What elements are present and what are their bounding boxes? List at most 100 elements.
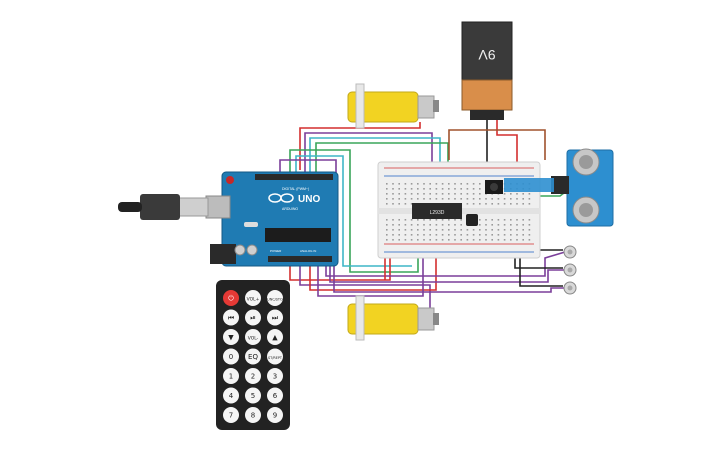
analog-header [268, 256, 332, 262]
digit-7-button[interactable]: 7 [223, 407, 239, 423]
breadboard-hole [429, 234, 431, 236]
digit-7-button-circle [223, 407, 239, 423]
digit-2-button-circle [245, 368, 261, 384]
vol-up-button[interactable]: VOL+ [245, 290, 261, 306]
breadboard-hole [441, 193, 444, 195]
ir-receiver[interactable] [485, 180, 503, 194]
wire-cyan-2[interactable] [295, 155, 412, 267]
pushbutton-component[interactable] [466, 214, 478, 226]
breadboard-hole [466, 203, 469, 205]
wire-purple[interactable] [304, 132, 433, 180]
breadboard-hole [516, 229, 518, 231]
arduino-logo-right [280, 193, 294, 203]
motor-bottom-shaft [355, 295, 365, 341]
motor-bottom[interactable] [347, 295, 439, 341]
breadboard-hole [423, 239, 425, 241]
reset-button[interactable] [226, 176, 234, 184]
prev-button[interactable]: ⏮ [223, 309, 239, 326]
breadboard-hole [454, 239, 456, 241]
wire-brown-sensor[interactable] [448, 129, 546, 160]
up-button[interactable]: ▲ [267, 329, 283, 345]
down-button-label: ▼ [228, 334, 234, 342]
digit-4-button[interactable]: 4 [223, 387, 239, 404]
breadboard-hole [448, 198, 450, 200]
wire-purple-button-1[interactable] [325, 248, 566, 277]
breadboard-hole [417, 234, 419, 236]
breadboard-hole [404, 203, 407, 205]
breadboard-hole [491, 203, 493, 205]
digit-3-button-label: 3 [273, 373, 277, 381]
breadboard-hole [386, 198, 388, 200]
vol-down-button[interactable]: VOL- [245, 329, 261, 345]
breadboard-hole [454, 183, 456, 185]
wire-purple-bottom-2[interactable] [317, 240, 424, 297]
digit-1-button[interactable]: 1 [223, 368, 239, 384]
pushbutton-3-cap [567, 285, 573, 291]
breadboard-hole [491, 234, 493, 236]
digit-8-button[interactable]: 8 [245, 407, 261, 423]
breadboard-hole [503, 234, 506, 236]
breadboard-hole [429, 188, 431, 190]
digit-3-button[interactable]: 3 [267, 368, 283, 384]
breadboard-hole [454, 224, 456, 226]
usb-port [205, 195, 231, 219]
motor-top[interactable] [347, 83, 439, 129]
wire-green-2[interactable] [289, 149, 419, 273]
digit-8-button-circle [245, 407, 261, 423]
breadboard-hole [448, 219, 450, 221]
l293d-chip[interactable]: L293D [412, 203, 462, 219]
breadboard-hole [516, 224, 518, 226]
capacitor-2 [246, 244, 258, 256]
breadboard-hole [386, 193, 388, 195]
digit-2-button[interactable]: 2 [245, 368, 261, 384]
breadboard-hole [435, 219, 438, 221]
digit-0-button[interactable]: 0 [223, 348, 239, 365]
ultrasonic-sensor[interactable] [504, 148, 614, 227]
breadboard-hole [404, 183, 407, 185]
breadboard-hole [429, 183, 431, 185]
next-button[interactable]: ⏭ [267, 309, 283, 326]
next-button-circle [267, 309, 283, 326]
breadboard-hole [392, 188, 394, 190]
breadboard-hole [392, 193, 394, 195]
breadboard-hole [485, 198, 487, 200]
digit-6-button[interactable]: 6 [267, 387, 283, 404]
breadboard-hole [441, 219, 444, 221]
digit-4-button-label: 4 [229, 392, 234, 400]
down-button[interactable]: ▼ [223, 329, 239, 345]
st-rept-button-label: ST/REPT [268, 356, 283, 360]
wire-red-battery[interactable] [496, 118, 518, 170]
wire-red-bottom-2[interactable] [309, 240, 437, 291]
digit-5-button[interactable]: 5 [245, 387, 261, 404]
arduino-uno[interactable]: UNO DIGITAL (PWM~) ARDUINO ANALOG IN POW… [205, 171, 339, 267]
breadboard-hole [386, 203, 388, 205]
power-button[interactable]: ⏻ [223, 290, 239, 306]
power-button-circle [223, 290, 239, 306]
usb-cable[interactable] [118, 194, 209, 220]
sensor-header-pins [551, 176, 569, 194]
func-stop-button[interactable]: FUNC/STOP [265, 290, 285, 306]
breadboard-hole [510, 203, 512, 205]
breadboard-hole [448, 183, 450, 185]
breadboard-hole [448, 239, 450, 241]
wire-purple-button-2[interactable] [329, 248, 566, 283]
breadboard-hole [466, 188, 469, 190]
eq-button[interactable]: EQ [245, 348, 261, 365]
digit-5-button-circle [245, 387, 261, 404]
battery-9v[interactable]: 9V [461, 21, 513, 120]
breadboard-hole [398, 198, 400, 200]
power-button-label: ⏻ [228, 295, 234, 303]
play-pause-button[interactable]: ⏯ [245, 309, 261, 326]
digit-9-button[interactable]: 9 [267, 407, 283, 423]
breadboard-hole [510, 219, 512, 221]
breadboard-hole [417, 198, 419, 200]
digit-1-button-circle [223, 368, 239, 384]
up-button-label: ▲ [272, 334, 278, 342]
st-rept-button[interactable]: ST/REPT [267, 348, 283, 365]
wire-purple-button-3[interactable] [333, 248, 566, 293]
breadboard-hole [448, 229, 450, 231]
breadboard-hole [410, 203, 413, 205]
